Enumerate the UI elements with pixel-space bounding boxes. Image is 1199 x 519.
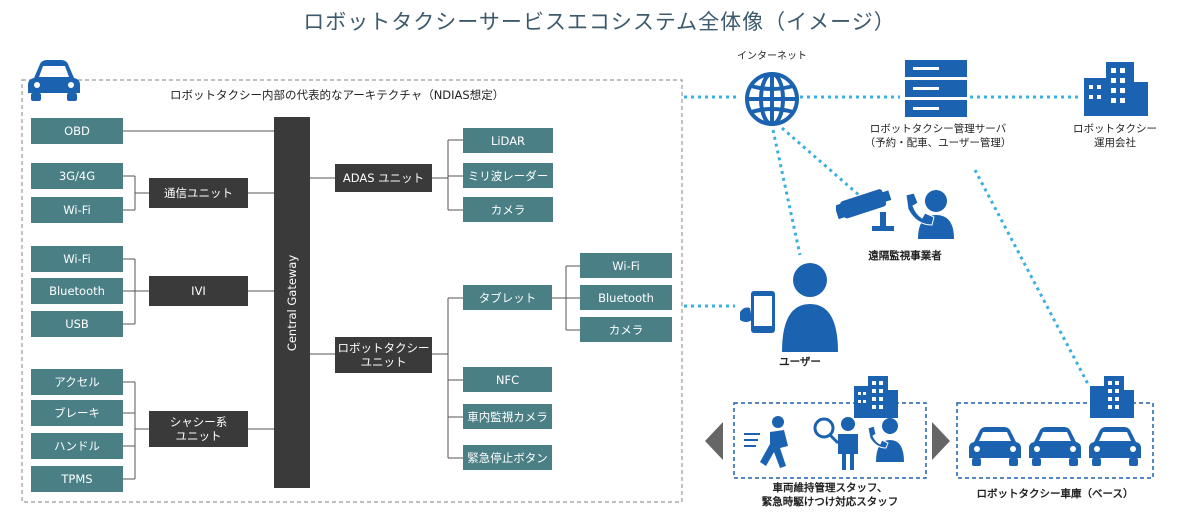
arrow-left-icon [705,422,723,460]
user-smartphone-icon [740,263,838,352]
server-label: ロボットタクシー管理サーバ （予約・配車、ユーザー管理） [864,123,1012,149]
adas-unit: ADAS ユニット [335,164,432,192]
depot-cars-icon [969,427,1141,466]
user-label: ユーザー [779,356,821,368]
central-gateway: Central Gateway [274,117,310,488]
chassis-input-tpms: TPMS [31,466,123,492]
depot-label: ロボットタクシー車庫（ベース） [976,488,1134,500]
staff-label: 車両維持管理スタッフ、 緊急時駆けつけ対応スタッフ [761,482,899,508]
architecture-title: ロボットタクシー内部の代表的なアーキテクチャ（NDIAS想定） [170,88,505,102]
adas-sensor-lidar: LiDAR [463,128,553,153]
operator-label: ロボットタクシー 運用会社 [1073,123,1157,149]
robotaxi-item-cabin-camera: 車内監視カメラ [463,404,552,429]
staff-people-icon [744,416,904,470]
staff-building-icon [854,376,898,418]
central-gateway-label: Central Gateway [285,254,299,351]
chassis-input-accel: アクセル [31,369,123,395]
ivi-unit: IVI [149,276,248,306]
robotaxi-item-emergency-stop: 緊急停止ボタン [463,445,552,470]
robotaxi-unit: ロボットタクシー ユニット [335,337,432,373]
ivi-input-wifi: Wi-Fi [31,246,123,272]
tablet-item-wifi: Wi-Fi [580,253,672,278]
monitor-label: 遠隔監視事業者 [868,250,942,262]
comm-input-wifi: Wi-Fi [31,197,123,223]
tablet-item-bluetooth: Bluetooth [580,285,672,310]
car-icon [28,60,80,101]
adas-sensor-radar: ミリ波レーダー [463,163,553,188]
comm-unit: 通信ユニット [149,178,248,208]
server-icon [905,60,967,117]
obd-box: OBD [31,118,123,144]
page-title: ロボットタクシーサービスエコシステム全体像（イメージ） [303,10,896,34]
tablet-box: タブレット [463,285,552,310]
ivi-input-usb: USB [31,311,123,337]
adas-sensor-camera: カメラ [463,197,553,222]
globe-icon [745,72,799,126]
chassis-input-steering: ハンドル [31,433,123,459]
arrow-right-icon [932,422,950,460]
chassis-input-brake: ブレーキ [31,400,123,426]
internet-label: インターネット [737,51,807,62]
comm-input-3g4g: 3G/4G [31,163,123,189]
robotaxi-item-nfc: NFC [463,367,552,392]
tablet-item-camera: カメラ [580,317,672,342]
depot-building-icon [1090,376,1134,418]
operator-phone-icon [905,190,954,239]
ivi-input-bluetooth: Bluetooth [31,278,123,304]
office-building-icon [1084,62,1148,116]
chassis-unit: シャシー系 ユニット [149,411,248,447]
security-camera-icon [836,189,894,231]
